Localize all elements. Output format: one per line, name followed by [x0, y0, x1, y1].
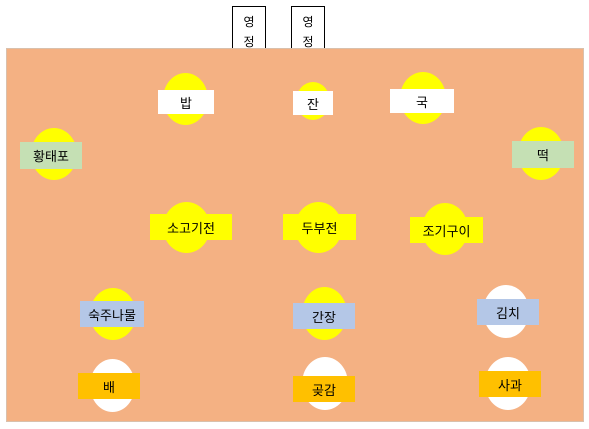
soy-sauce-label: 간장 [293, 303, 355, 329]
grilled-fish-label: 조기구이 [410, 217, 483, 243]
apple-label: 사과 [479, 371, 541, 397]
soup-label: 국 [390, 89, 454, 113]
rice-cake-label: 떡 [512, 141, 574, 168]
tablet-char: 영 [302, 14, 314, 29]
dried-persimmon-label: 곶감 [293, 376, 355, 402]
tablet-char: 영 [243, 14, 255, 29]
kimchi-label: 김치 [477, 299, 539, 325]
dried-pollack-label: 황태포 [20, 142, 82, 169]
rice-label: 밥 [158, 90, 214, 114]
bean-sprouts-label: 숙주나물 [80, 301, 144, 327]
tofu-pancake-label: 두부전 [283, 214, 356, 240]
cup-label: 잔 [293, 91, 333, 115]
beef-pancake-label: 소고기전 [150, 214, 232, 240]
pear-label: 배 [78, 373, 140, 399]
tablet-char: 정 [243, 34, 255, 49]
tablet-char: 정 [302, 34, 314, 49]
